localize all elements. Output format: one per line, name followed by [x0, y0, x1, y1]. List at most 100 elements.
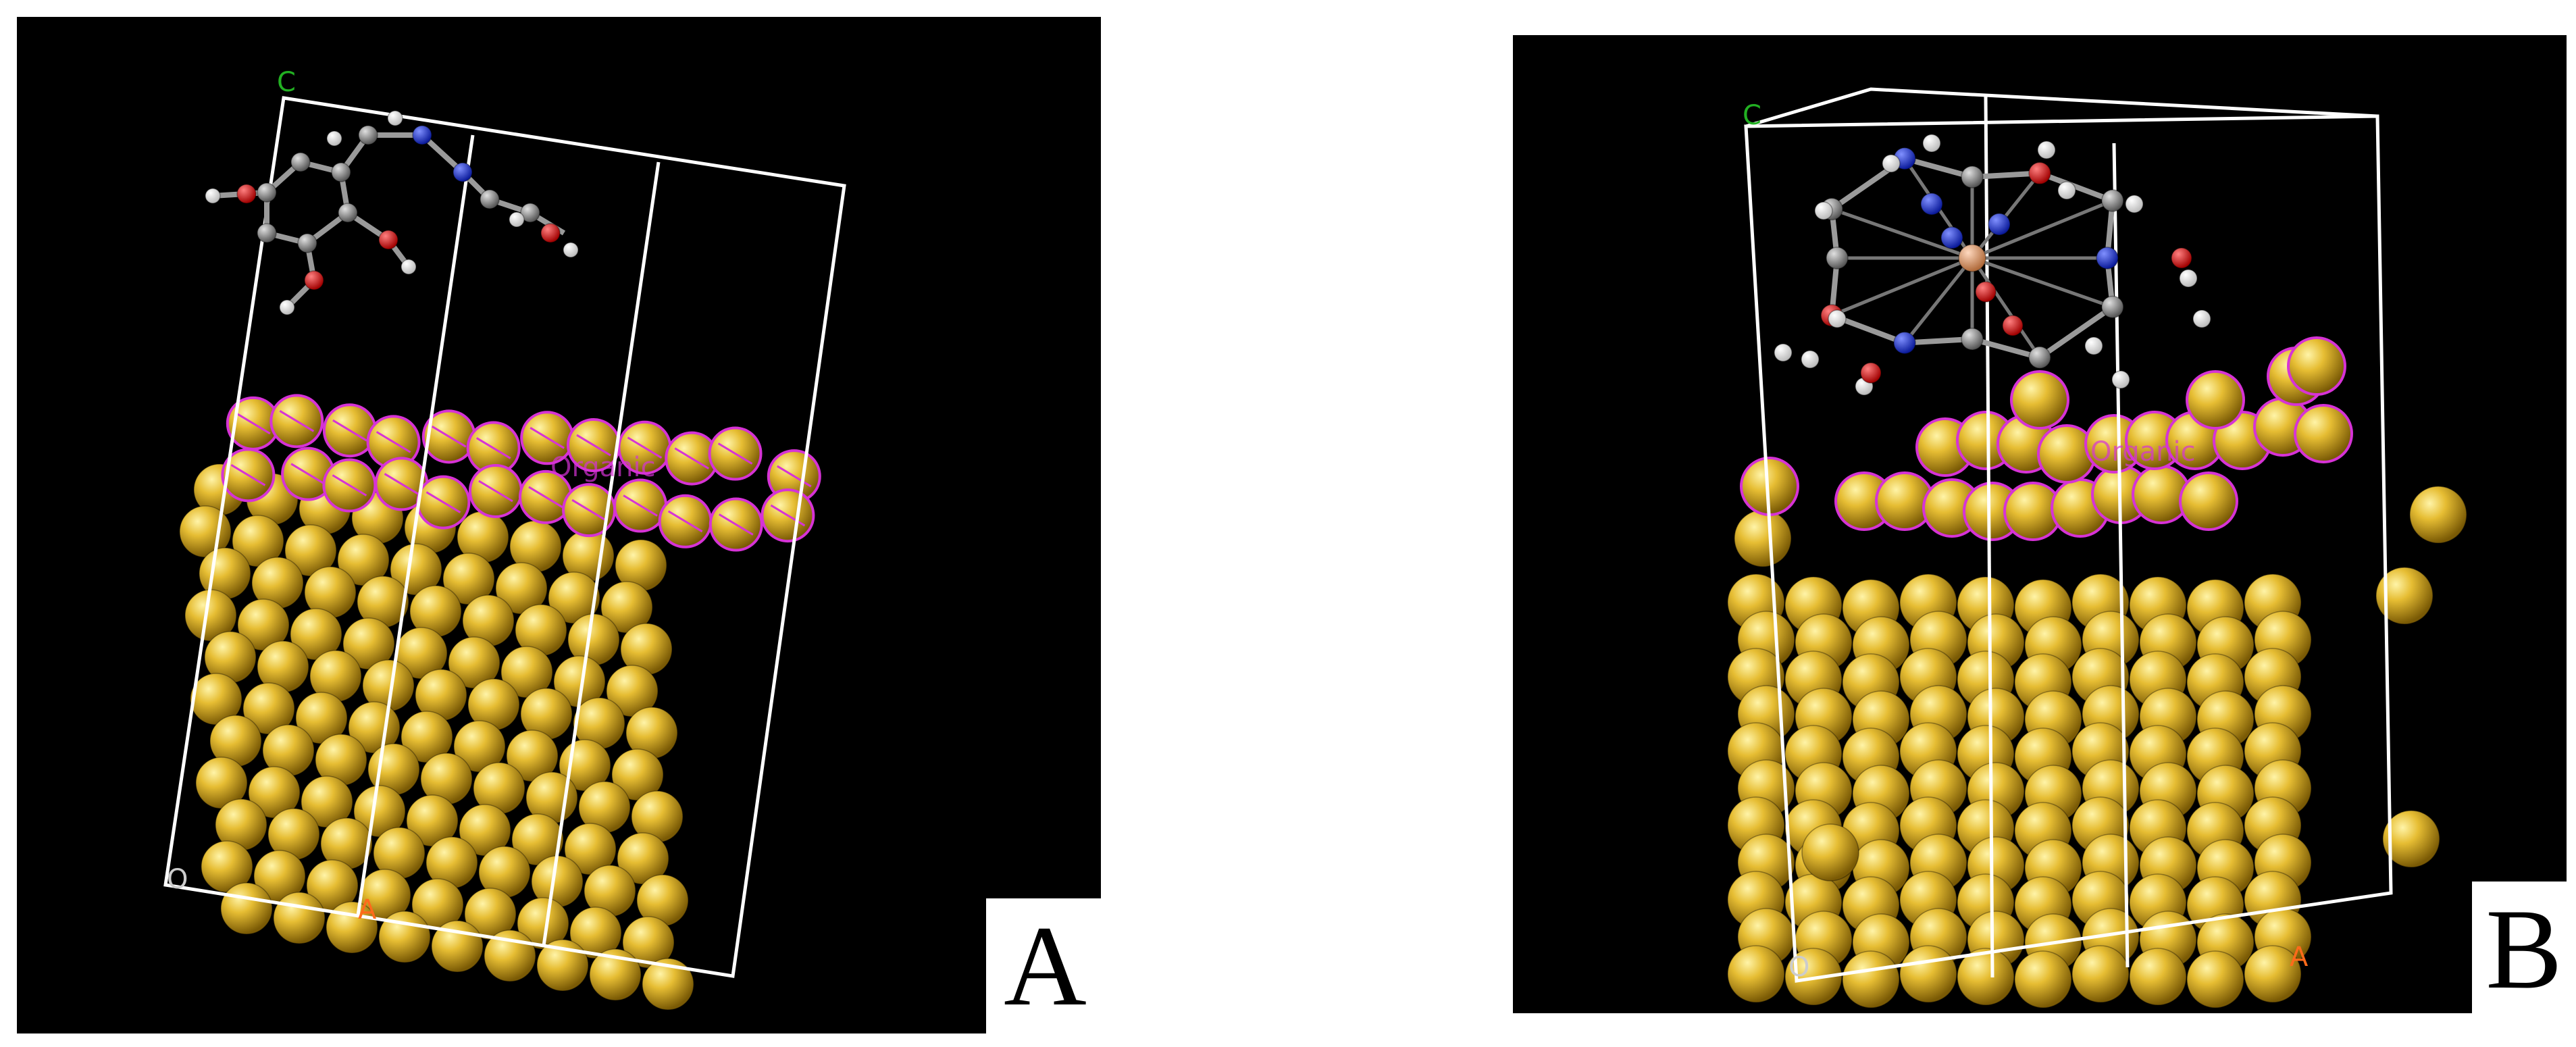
panel-b-adsorbed-complex: [1774, 134, 2211, 396]
panel-b-label: B: [2472, 882, 2576, 1017]
panel-b-origin-label: O: [1788, 952, 1809, 983]
gold-atom: [2382, 810, 2440, 868]
hydrogen-atom: [279, 299, 295, 315]
oxygen-atom: [304, 270, 324, 290]
bond: [1971, 172, 2041, 259]
nitrogen-atom: [453, 162, 473, 182]
surface-highlight-stroke: [627, 436, 663, 459]
nitrogen-atom: [1893, 331, 1916, 355]
hydrogen-atom: [205, 188, 221, 204]
surface-highlight-stroke: [230, 464, 266, 486]
bond: [1972, 170, 2040, 180]
hydrogen-atom: [509, 211, 525, 228]
hydrogen-atom: [1828, 309, 1847, 328]
hydrogen-atom: [2125, 195, 2144, 213]
panel-b-a-axis-label: A: [2290, 942, 2309, 973]
nitrogen-atom: [1920, 193, 1943, 215]
bond: [1831, 207, 1973, 260]
surface-highlight-stroke: [667, 510, 703, 533]
bond: [1903, 155, 1974, 180]
panel-b-gold-slab: [1727, 486, 2467, 1008]
cell-edge: [356, 134, 475, 916]
bond: [1970, 257, 2042, 359]
oxygen-atom: [236, 184, 257, 204]
bond: [1904, 336, 1973, 346]
bond: [2038, 305, 2115, 360]
gold-atom: [1801, 823, 1859, 882]
bond: [1903, 257, 1974, 344]
bond: [2038, 170, 2114, 203]
surface-highlight-stroke: [478, 480, 513, 503]
panel-a-svg: C O A Organic: [163, 67, 846, 1011]
hydrogen-atom: [2111, 370, 2130, 389]
panel-a-structure: C O A Organic: [17, 17, 1101, 1033]
carbon-atom: [520, 203, 540, 223]
surface-highlight-stroke: [290, 463, 326, 485]
gold-atom: [220, 882, 273, 935]
oxygen-atom: [2002, 315, 2024, 336]
panel-a-c-axis-label: C: [277, 67, 296, 98]
nitrogen-atom: [412, 125, 432, 145]
cell-outline: [1744, 114, 2393, 983]
surface-highlight-ring: [2287, 336, 2346, 396]
surface-highlight-stroke: [384, 473, 419, 495]
gold-atom: [2014, 950, 2072, 1008]
panel-b-structure: C O A Organic: [1513, 35, 2567, 1013]
cell-edge: [542, 161, 661, 946]
surface-highlight-stroke: [571, 499, 607, 521]
carbon-atom: [338, 203, 358, 223]
gold-atom: [1957, 948, 2015, 1006]
panel-a-origin-label: O: [167, 864, 188, 895]
panel-a-adsorbed-molecule: [205, 110, 579, 315]
surface-highlight-ring: [2179, 471, 2238, 531]
oxygen-atom: [2171, 247, 2192, 269]
carbon-atom: [290, 152, 311, 172]
bond: [1831, 256, 1973, 317]
hydrogen-atom: [2084, 336, 2103, 355]
bond: [1972, 199, 2113, 260]
oxygen-atom: [1975, 281, 1997, 303]
surface-highlight-stroke: [777, 465, 812, 488]
surface-highlight-stroke: [332, 419, 367, 442]
surface-highlight-stroke: [528, 486, 563, 509]
carbon-atom: [358, 125, 378, 145]
surface-highlight-stroke: [719, 513, 754, 536]
carbon-atom: [1961, 328, 1984, 351]
carbon-atom: [2028, 346, 2051, 369]
gold-atom: [326, 901, 378, 954]
nitrogen-atom: [2096, 247, 2119, 270]
hydrogen-atom: [1922, 134, 1941, 153]
surface-highlight-ring: [2010, 370, 2069, 430]
gold-atom: [1734, 509, 1792, 567]
hydrogen-atom: [2037, 141, 2056, 159]
hydrogen-atom: [401, 259, 417, 275]
gold-atom: [2129, 948, 2187, 1006]
gold-atom: [1899, 945, 1957, 1003]
carbon-atom: [480, 189, 500, 209]
surface-highlight-stroke: [674, 447, 709, 469]
bond: [1971, 336, 2041, 361]
hydrogen-atom: [1814, 201, 1833, 220]
gold-atom: [2244, 945, 2302, 1003]
surface-highlight-stroke: [236, 412, 271, 435]
carbon-atom: [331, 162, 351, 182]
surface-highlight-stroke: [332, 474, 367, 496]
carbon-atom: [1961, 165, 1984, 188]
cell-outline: [163, 96, 846, 978]
hydrogen-atom: [1801, 350, 1820, 369]
hydrogen-atom: [387, 110, 403, 126]
bond: [1972, 256, 2113, 309]
gold-atom: [1842, 950, 1900, 1008]
surface-highlight-ring: [269, 394, 324, 449]
surface-highlight-ring: [761, 488, 815, 543]
panel-a-unit-cell: [163, 96, 846, 978]
panel-a-label: A: [986, 898, 1104, 1033]
hydrogen-atom: [2192, 309, 2211, 328]
panel-a-surface-layer: [221, 394, 821, 552]
gold-atom: [642, 958, 694, 1011]
panel-b-unit-cell: [1744, 87, 2393, 983]
surface-highlight-ring: [708, 426, 763, 481]
surface-highlight-stroke: [623, 494, 658, 517]
hydrogen-atom: [1882, 154, 1901, 173]
surface-highlight-stroke: [475, 437, 511, 459]
